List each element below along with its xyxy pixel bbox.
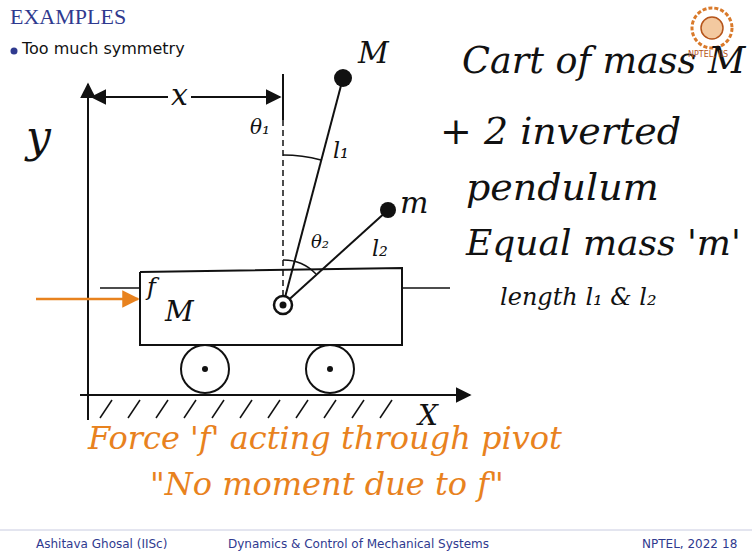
pendulum-rod [283,210,388,305]
pendulum-rod [283,78,343,305]
length-label: l₂ [372,236,388,261]
cart-edge [100,287,140,289]
note-text: Cart of mass M [462,40,745,82]
pendulum-mass [380,202,396,218]
note-text: pendulum [466,166,659,210]
pendulum-mass [334,69,352,87]
cart-edge [402,287,450,289]
bullet-text: Too much symmetry [22,40,185,58]
annotation-text: Force 'f' acting through pivot [88,420,562,457]
angle-label: θ₁ [250,116,270,139]
pivot [274,296,292,314]
note-text: + 2 inverted [440,110,681,154]
dimension-tick [282,74,284,120]
cart-outline [140,268,402,345]
wheel-axle [327,366,333,372]
note-text: length l₁ & l₂ [500,284,657,312]
force-label: f [147,274,156,302]
wheel [181,345,229,393]
annotation-text: "No moment due to f" [150,466,504,503]
x-axis-ground [80,394,470,396]
angle-arc [283,155,321,160]
ground-hatch [100,400,392,418]
pivot [280,302,287,309]
dimension-label: x [168,78,191,113]
y-axis [87,84,89,420]
wheel-axle [202,366,208,372]
bullet-dot [11,48,18,55]
axis-label: y [26,112,51,163]
footer-text: Dynamics & Control of Mechanical Systems [228,538,489,552]
mass-label: m [400,186,428,221]
angle-label: θ₂ [311,232,329,253]
footer-rule [0,530,752,531]
logo-text: NPTEL, IIS [688,50,728,59]
cart-body: M [140,268,402,346]
mass-label: M [358,36,389,71]
slide-title: EXAMPLES [10,4,126,29]
footer-text: NPTEL, 2022 [642,538,718,552]
mass-label: M [165,296,194,328]
angle-arc [283,260,316,274]
force-arrow [36,298,138,301]
footer-text: Ashitava Ghosal (IISc) [36,538,167,552]
length-label: l₁ [333,138,349,163]
note-text: Equal mass 'm' [466,222,741,263]
page-number: 18 [722,538,737,552]
vertical-reference [282,120,284,298]
wheel [306,345,354,393]
